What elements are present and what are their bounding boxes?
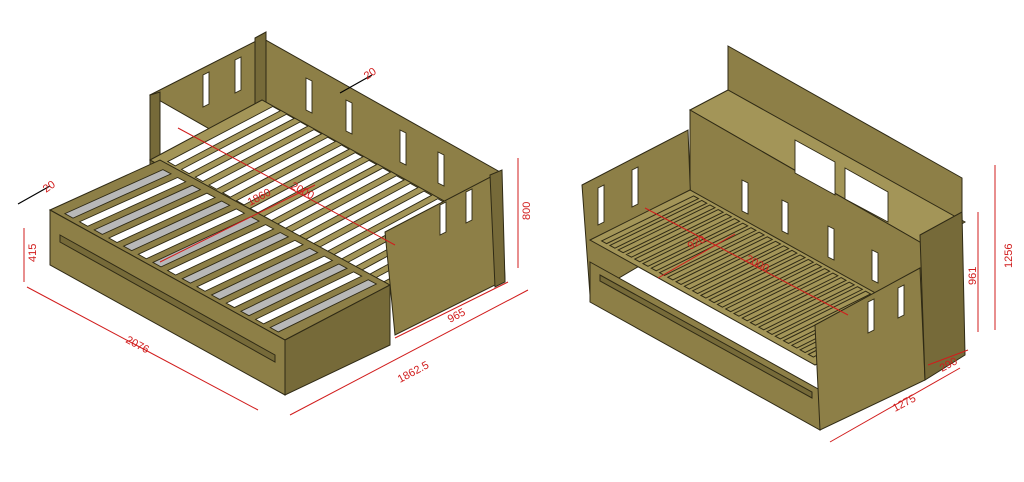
dim-height-front: 961	[967, 267, 979, 285]
slat	[93, 184, 202, 235]
dim-width-total: 1275	[891, 393, 918, 415]
slat	[225, 255, 334, 309]
slat	[625, 208, 725, 258]
end-opening	[465, 188, 473, 224]
slat	[765, 286, 864, 335]
trundle-slats	[63, 169, 378, 333]
slat	[181, 232, 290, 284]
slat	[633, 213, 733, 263]
slat	[210, 247, 319, 300]
slat	[641, 218, 741, 267]
slat	[180, 113, 296, 175]
slat	[683, 240, 782, 290]
trundle-side-panel	[284, 284, 391, 396]
slat	[239, 263, 348, 317]
back-panel-openings	[202, 56, 445, 187]
dim-width-open: 1862.5	[396, 359, 431, 385]
slat	[650, 222, 749, 272]
back-left-post	[149, 91, 161, 166]
dim-height-back: 1256	[1003, 244, 1015, 268]
dim-depth-frame: 965	[446, 306, 468, 325]
slat	[195, 239, 304, 292]
left-end-opening	[597, 184, 605, 226]
slat	[107, 192, 217, 244]
slat	[716, 258, 815, 308]
dim-thickness-side: 20	[362, 66, 379, 83]
left-dimension-lines	[23, 127, 529, 416]
slat	[235, 144, 351, 206]
back-openings	[741, 139, 889, 284]
slat	[194, 121, 309, 182]
left-end-opening	[631, 166, 639, 208]
slat	[749, 277, 848, 326]
slat	[724, 263, 823, 313]
trundle-rail	[59, 234, 276, 363]
slat	[254, 271, 363, 325]
right-end-opening	[897, 284, 905, 319]
right-daybed-drawing: 2000 920 961 1256 290 1275	[581, 45, 1015, 443]
slat	[600, 195, 700, 245]
slat	[617, 204, 717, 254]
slat	[674, 236, 774, 286]
slat	[208, 129, 323, 190]
slat	[699, 249, 798, 299]
slat	[666, 231, 766, 281]
left-thickness-arrows	[17, 74, 373, 205]
slat	[166, 224, 275, 276]
end-opening	[439, 201, 447, 236]
right-end-opening	[867, 298, 875, 334]
dim-length-trundle: 2076	[124, 334, 151, 356]
slat	[166, 106, 282, 167]
dim-height-low: 415	[27, 244, 39, 262]
slat	[78, 176, 187, 227]
slat	[151, 216, 261, 268]
slat	[63, 169, 173, 219]
slat	[269, 279, 378, 333]
slat	[608, 199, 708, 249]
right-end-post	[919, 211, 966, 381]
slat	[691, 245, 790, 295]
right-dimension-lines	[644, 165, 996, 443]
slat	[757, 281, 856, 331]
base-rail	[599, 274, 813, 399]
slat	[732, 267, 831, 317]
upper-slats	[166, 106, 488, 284]
slat	[221, 136, 337, 198]
slat	[741, 272, 839, 322]
slat	[708, 254, 807, 304]
left-daybed-drawing: 20 20 415 800 2076 2000 1860 965 1862.5	[17, 31, 533, 416]
slat	[774, 290, 872, 340]
slat	[137, 208, 246, 260]
dim-height-total: 800	[521, 202, 533, 220]
dim-thickness-rail: 20	[41, 179, 58, 196]
front-end-post	[489, 169, 506, 288]
slat	[122, 200, 231, 252]
